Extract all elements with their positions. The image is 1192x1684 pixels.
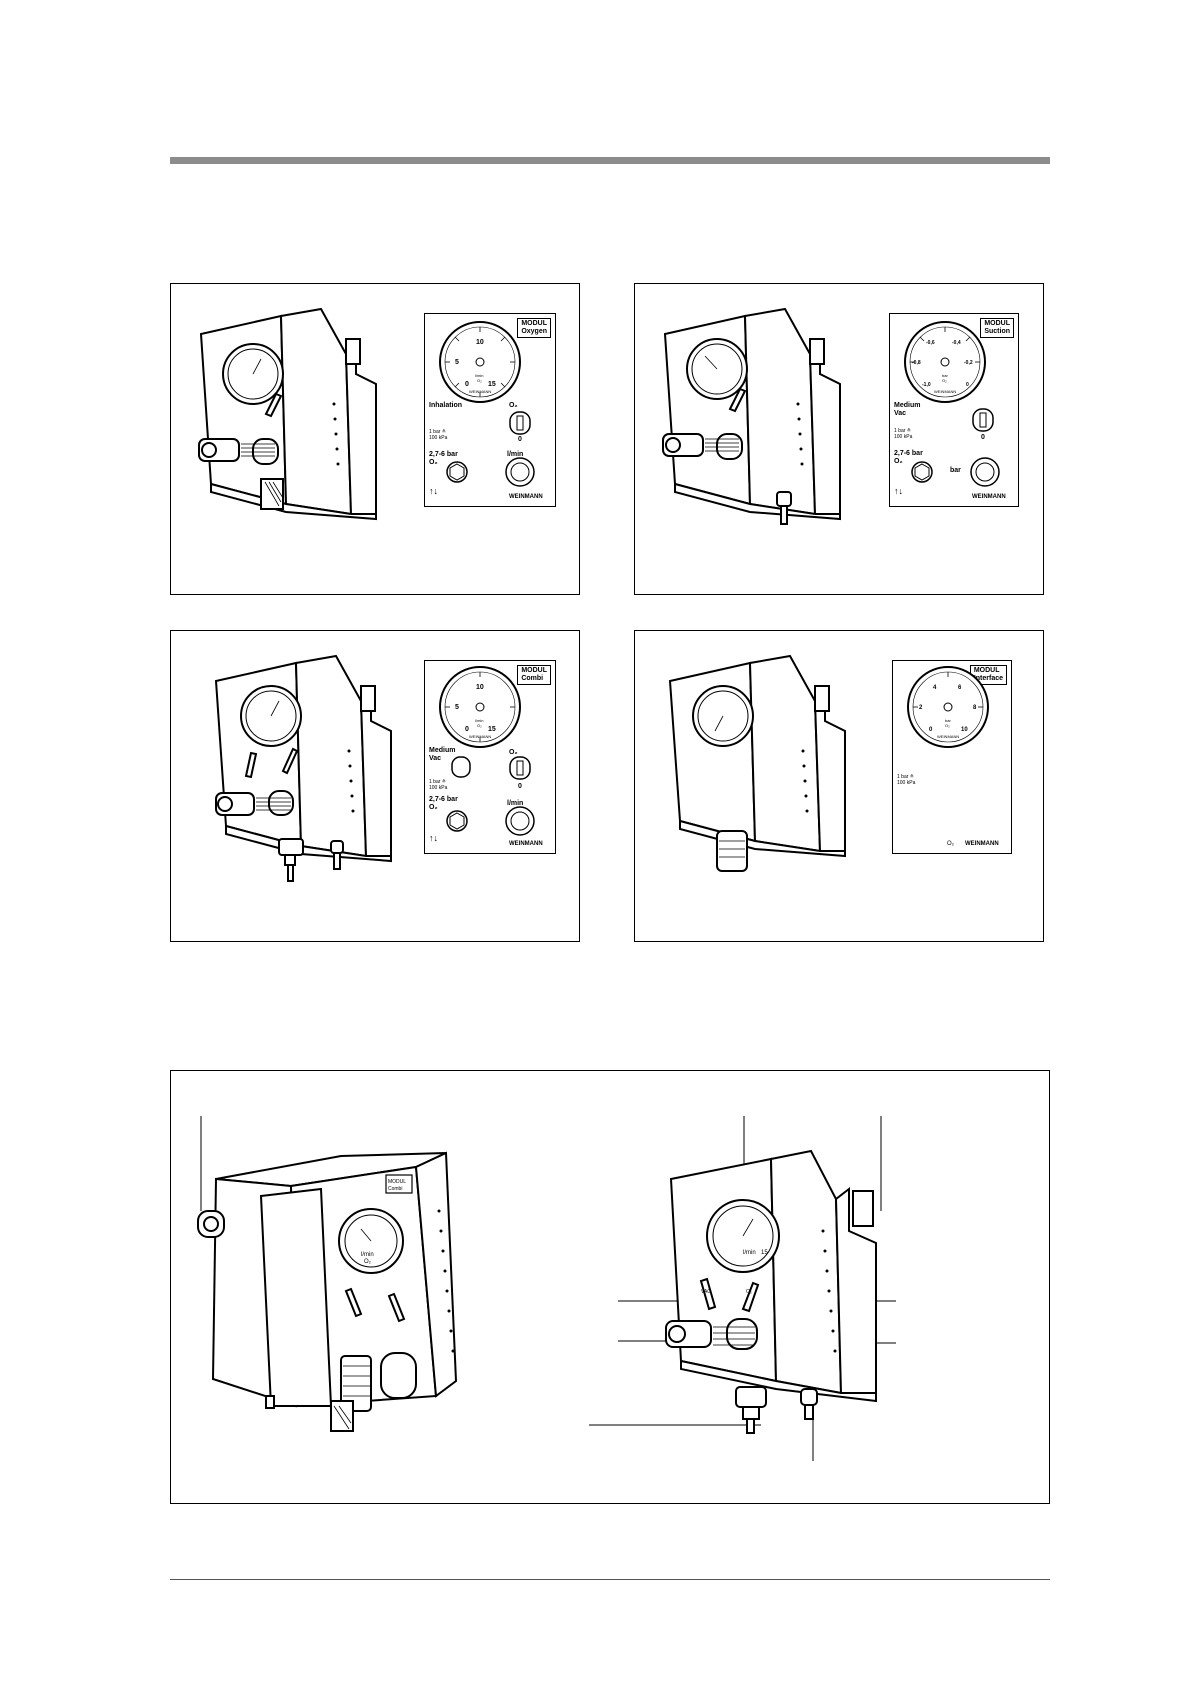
mode-label: Medium Vac: [894, 402, 921, 417]
flow-gauge: 10 5 0 15 l/min O₂ WEINMANN: [439, 321, 535, 487]
device-left-view: [197, 1151, 458, 1432]
figure-interface: MODUL Interface 4 6 2 8 0 10 bar O₂ WEIN…: [634, 630, 1044, 942]
detail-illustrations: MODUL Combi l/min O₂: [197, 1116, 896, 1461]
device-illustration-combi: [214, 654, 392, 882]
mode-label: Medium Vac: [429, 747, 456, 762]
vac-label: VAC: [701, 1289, 711, 1295]
pressure-note: 1 bar ≙ 100 kPa: [429, 429, 448, 441]
gauge-gas: O₂: [364, 1259, 372, 1265]
switch-bottom-label: 0: [981, 434, 985, 441]
gauge-unit: l/min: [475, 373, 483, 378]
header-rule: [170, 157, 1050, 164]
device-illustration-interface: [668, 654, 846, 872]
gauge-gas: O₂: [477, 378, 482, 383]
gauge-brand: WEINMANN: [469, 389, 491, 394]
mode-label: Inhalation: [429, 402, 463, 409]
switch-top-label: O₂: [509, 749, 518, 756]
gauge-number: 15: [761, 1250, 768, 1256]
vacuum-gauge: -0,6 -0,4 -0,8 -0,2 -1,0 0 bar O₂ WEINMA…: [904, 321, 1000, 487]
gauge-number: 0: [465, 726, 469, 733]
pressure-gauge: 4 6 2 8 0 10 bar O₂ WEINMANN: [907, 666, 989, 748]
gauge-unit: l/min: [361, 1252, 374, 1258]
gauge-number: -0,6: [926, 340, 935, 346]
gauge-number: -0,4: [952, 340, 961, 346]
gauge-number: 15: [488, 726, 496, 733]
gauge-number: -0,2: [964, 360, 973, 366]
svg-text:MODUL: MODUL: [388, 1179, 406, 1185]
footer-rule: [170, 1579, 1050, 1580]
panel-badge: MODUL Suction: [980, 318, 1014, 338]
gauge-number: 10: [476, 684, 484, 691]
device-illustration-oxygen: [198, 307, 377, 521]
panel-brand: WEINMANN: [972, 494, 1006, 500]
switch-bottom-label: 0: [518, 783, 522, 790]
gauge-unit: l/min: [475, 718, 483, 723]
gauge-number: -0,8: [912, 360, 921, 366]
front-panel-combi: MODUL Combi 10 5 0 15 l/min O₂ WEINMANN: [424, 660, 556, 854]
gauge-gas: O₂: [945, 723, 950, 728]
switch-top-label: O₂: [509, 402, 518, 409]
panel-badge: MODUL Combi: [517, 665, 551, 685]
supply-label: 2,7-6 bar O₂: [429, 796, 458, 811]
switch-bottom-label: 0: [518, 436, 522, 443]
flow-gauge: 10 5 0 15 l/min O₂ WEINMANN: [439, 666, 535, 836]
gauge-gas: O₂: [942, 378, 947, 383]
panel-brand: WEINMANN: [965, 841, 999, 847]
gauge-number: 0: [929, 727, 933, 733]
flow-label: bar: [950, 467, 961, 474]
gauge-number: 8: [973, 705, 977, 711]
gauge-number: 15: [488, 381, 496, 388]
figure-combi: MODUL Combi 10 5 0 15 l/min O₂ WEINMANN: [170, 630, 580, 942]
gauge-number: 4: [933, 685, 937, 691]
left-view-badge: MODUL Combi: [385, 1174, 413, 1194]
figure-suction: MODUL Suction -0,6 -0,4 -0,8 -0,2 -1,0 0…: [634, 283, 1044, 595]
front-panel-suction: MODUL Suction -0,6 -0,4 -0,8 -0,2 -1,0 0…: [889, 313, 1019, 507]
flow-label: l/min: [507, 451, 524, 458]
supply-label: 2,7-6 bar O₂: [429, 451, 458, 466]
flow-arrows-icon: ↑↓: [429, 486, 438, 496]
flow-arrows-icon: ↑↓: [429, 833, 438, 843]
flow-arrows-icon: ↑↓: [894, 486, 903, 496]
flow-label: l/min: [507, 800, 524, 807]
pressure-note: 1 bar ≙ 100 kPa: [894, 428, 913, 440]
svg-text:Combi: Combi: [388, 1186, 402, 1192]
gauge-number: 2: [919, 705, 923, 711]
gauge-unit: bar: [942, 373, 948, 378]
gauge-brand: WEINMANN: [937, 734, 959, 739]
figure-oxygen: MODUL Oxygen 10 5 0 15 l/min O₂ WEINMANN: [170, 283, 580, 595]
device-illustration-suction: [662, 307, 841, 525]
panel-badge: MODUL Oxygen: [517, 318, 551, 338]
front-panel-interface: MODUL Interface 4 6 2 8 0 10 bar O₂ WEIN…: [892, 660, 1012, 854]
gauge-gas: O₂: [477, 723, 482, 728]
bottom-gas-label: O₂: [947, 841, 954, 847]
figure-detail: MODUL Combi l/min O₂: [170, 1070, 1050, 1504]
supply-label: 2,7-6 bar O₂: [894, 450, 923, 465]
gauge-number: 10: [961, 727, 968, 733]
gauge-number: 6: [958, 685, 962, 691]
gauge-brand: WEINMANN: [469, 734, 491, 739]
panel-brand: WEINMANN: [509, 494, 543, 500]
panel-brand: WEINMANN: [509, 841, 543, 847]
gauge-unit: l/min: [743, 1250, 756, 1256]
pressure-note: 1 bar ≙ 100 kPa: [897, 774, 916, 786]
gauge-number: 5: [455, 359, 459, 366]
gauge-unit: bar: [945, 718, 951, 723]
gauge-brand: WEINMANN: [934, 389, 956, 394]
gauge-number: -1,0: [922, 382, 931, 388]
gauge-number: 5: [455, 704, 459, 711]
gauge-number: 0: [966, 382, 969, 388]
gauge-number: 10: [476, 339, 484, 346]
o2-label: O₂: [746, 1289, 752, 1295]
gauge-number: 0: [465, 381, 469, 388]
front-panel-oxygen: MODUL Oxygen 10 5 0 15 l/min O₂ WEINMANN: [424, 313, 556, 507]
device-right-view: [665, 1149, 877, 1434]
pressure-note: 1 bar ≙ 100 kPa: [429, 779, 448, 791]
